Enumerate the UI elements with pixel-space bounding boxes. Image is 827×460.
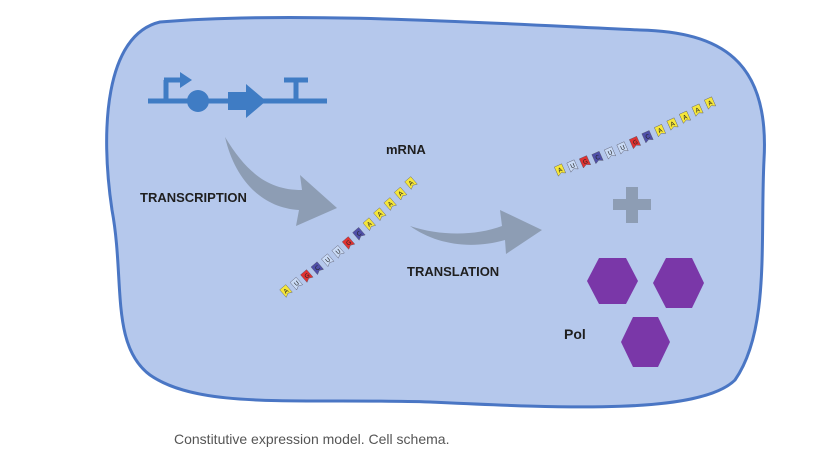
svg-text:A: A: [707, 99, 714, 107]
transcription-arrow: [225, 137, 337, 226]
svg-text:U: U: [569, 162, 576, 170]
nucleotide-A: A: [394, 186, 408, 201]
protein-icon: [653, 258, 704, 308]
translation-arrow: [410, 210, 542, 254]
svg-text:U: U: [619, 144, 626, 152]
nucleotide-A: A: [679, 110, 692, 124]
nucleotide-U: U: [321, 253, 335, 267]
gene-circuit: [148, 72, 327, 118]
nucleotide-C: C: [641, 130, 654, 144]
pol-label: Pol: [564, 326, 586, 342]
svg-text:A: A: [657, 127, 664, 135]
svg-text:A: A: [376, 210, 384, 219]
translation-label: TRANSLATION: [407, 264, 499, 279]
nucleotide-A: A: [279, 284, 293, 298]
svg-text:A: A: [408, 179, 416, 188]
rbs-icon: [187, 90, 209, 112]
svg-text:A: A: [397, 189, 405, 198]
cell-schema-diagram: mRNA TRANSCRIPTION TRANSLATION Pol AUGCU…: [105, 15, 766, 409]
svg-text:A: A: [387, 200, 395, 209]
nucleotide-A: A: [704, 96, 717, 110]
figure-caption: Constitutive expression model. Cell sche…: [174, 431, 450, 447]
nucleotide-G: G: [341, 236, 356, 250]
svg-text:A: A: [682, 113, 689, 121]
cds-icon: [228, 84, 266, 118]
svg-text:C: C: [355, 230, 363, 238]
nucleotide-A: A: [404, 176, 418, 190]
svg-text:G: G: [582, 158, 589, 166]
nucleotide-U: U: [604, 146, 617, 160]
nucleotide-U: U: [289, 276, 304, 291]
svg-text:C: C: [594, 154, 601, 162]
svg-text:A: A: [557, 166, 564, 174]
svg-text:G: G: [303, 272, 311, 281]
nucleotide-A: A: [373, 207, 387, 221]
protein-icon: [587, 258, 638, 304]
svg-text:U: U: [335, 248, 343, 256]
terminator-icon: [284, 77, 308, 101]
nucleotide-A: A: [691, 103, 704, 117]
svg-text:A: A: [669, 120, 676, 128]
mrna-label: mRNA: [386, 142, 426, 157]
svg-text:U: U: [324, 256, 332, 264]
svg-text:G: G: [632, 139, 639, 147]
svg-text:U: U: [607, 149, 614, 157]
svg-text:A: A: [694, 106, 701, 114]
svg-text:G: G: [345, 239, 353, 248]
nucleotide-A: A: [554, 163, 567, 177]
nucleotide-U: U: [616, 141, 629, 155]
nucleotide-C: C: [310, 261, 324, 275]
nucleotide-U: U: [331, 245, 345, 259]
nucleotide-G: G: [579, 155, 592, 169]
plus-icon: [613, 187, 651, 223]
nucleotide-U: U: [566, 159, 579, 173]
svg-text:C: C: [644, 133, 651, 141]
protein-icon: [621, 317, 670, 367]
nucleotide-G: G: [629, 136, 642, 150]
svg-text:U: U: [293, 280, 301, 288]
nucleotide-C: C: [591, 151, 604, 165]
promoter-icon: [163, 72, 192, 101]
nucleotide-A: A: [383, 197, 397, 211]
nucleotide-A: A: [666, 117, 679, 131]
nucleotide-A: A: [654, 124, 667, 138]
svg-text:A: A: [366, 220, 374, 229]
svg-text:C: C: [314, 264, 322, 272]
svg-text:A: A: [283, 287, 291, 296]
nucleotide-G: G: [300, 269, 314, 283]
cell-membrane: [105, 15, 766, 409]
nucleotide-C: C: [352, 227, 366, 241]
nucleotide-A: A: [362, 217, 376, 231]
transcription-label: TRANSCRIPTION: [140, 190, 247, 205]
